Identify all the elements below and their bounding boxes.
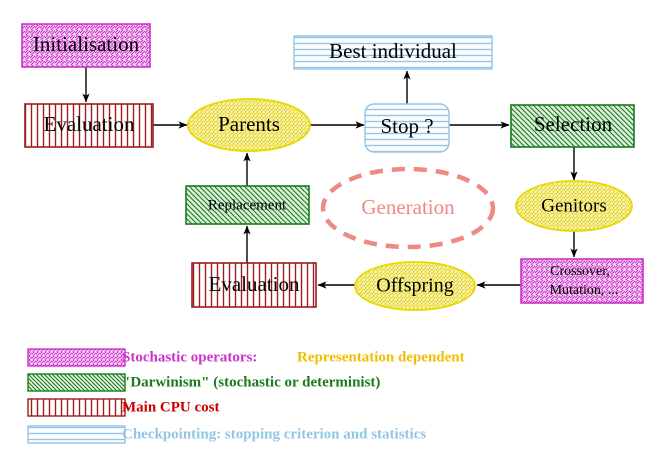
legend-label-checkpointing: Checkpointing: stopping criterion and st… <box>122 426 426 442</box>
node-stop[interactable]: Stop ? <box>364 103 450 153</box>
legend-swatch-stochastic-operators <box>27 348 126 367</box>
legend: Stochastic operators: Representation dep… <box>27 348 465 444</box>
offspring-ellipse[interactable] <box>354 261 476 311</box>
offspring-label: Offspring <box>376 275 453 297</box>
legend-item-main-cpu-cost: Main CPU cost <box>27 398 220 417</box>
selection-box[interactable] <box>510 104 635 148</box>
legend-item-stochastic-operators: Stochastic operators: Representation dep… <box>27 348 465 367</box>
replacement-box[interactable] <box>185 185 310 225</box>
evaluation-top-label: Evaluation <box>44 112 135 136</box>
legend-label-representation-dependent: Representation dependent <box>297 349 465 365</box>
node-offspring[interactable]: Offspring <box>354 261 476 311</box>
evaluation-bottom-box[interactable] <box>191 262 317 308</box>
node-best-individual[interactable]: Best individual <box>293 35 493 70</box>
evaluation-bottom-label: Evaluation <box>209 272 300 296</box>
crossover-label-line2: Mutation, ... <box>550 283 619 298</box>
stop-label: Stop ? <box>380 114 433 138</box>
selection-label: Selection <box>534 112 613 136</box>
generation-dashed-ellipse <box>320 166 496 250</box>
node-evaluation-top[interactable]: Evaluation <box>24 103 154 148</box>
node-crossover-mutation[interactable]: Crossover, Mutation, ... <box>520 258 644 304</box>
node-evaluation-bottom[interactable]: Evaluation <box>191 262 317 308</box>
legend-item-darwinism: "Darwinism" (stochastic or determinist) <box>27 373 380 392</box>
legend-label-darwinism: "Darwinism" (stochastic or determinist) <box>122 374 380 390</box>
arrow-layer <box>82 67 578 289</box>
best-individual-label: Best individual <box>329 39 457 63</box>
genitors-ellipse[interactable] <box>515 180 633 232</box>
legend-label-main-cpu-cost: Main CPU cost <box>122 399 220 415</box>
crossover-mutation-box[interactable] <box>520 258 644 304</box>
node-parents[interactable]: Parents <box>187 98 311 152</box>
crossover-label-line1: Crossover, <box>550 264 610 279</box>
initialisation-label: Initialisation <box>33 32 140 56</box>
node-initialisation[interactable]: Initialisation <box>21 23 151 68</box>
legend-swatch-darwinism <box>27 373 126 392</box>
node-generation: Generation <box>320 166 496 250</box>
initialisation-box[interactable] <box>21 23 151 68</box>
best-individual-box[interactable] <box>293 35 493 70</box>
legend-swatch-checkpointing <box>27 425 126 444</box>
stop-box[interactable] <box>364 103 450 153</box>
node-genitors[interactable]: Genitors <box>515 180 633 232</box>
legend-item-checkpointing: Checkpointing: stopping criterion and st… <box>27 425 426 444</box>
node-replacement[interactable]: Replacement <box>185 185 310 225</box>
node-selection[interactable]: Selection <box>510 104 635 148</box>
parents-ellipse[interactable] <box>187 98 311 152</box>
evaluation-top-box[interactable] <box>24 103 154 148</box>
legend-label-stochastic-operators: Stochastic operators: <box>122 349 257 365</box>
generation-label: Generation <box>361 195 455 219</box>
parents-label: Parents <box>218 112 280 136</box>
replacement-label: Replacement <box>208 197 287 213</box>
legend-swatch-main-cpu-cost <box>27 398 126 417</box>
genitors-label: Genitors <box>541 195 606 216</box>
